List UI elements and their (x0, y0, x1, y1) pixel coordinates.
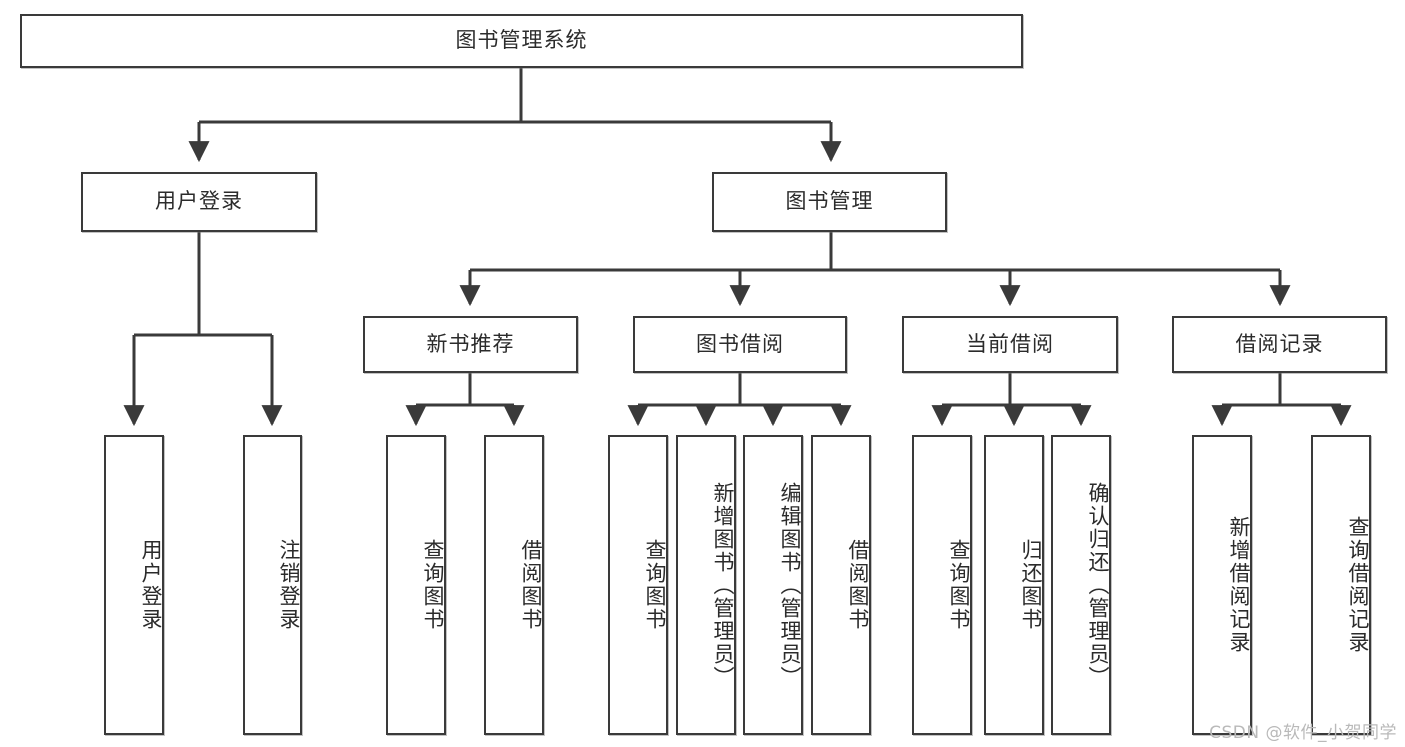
node-leaf[interactable]: 用户登录 (104, 435, 164, 735)
node-new-book-recommendation[interactable]: 新书推荐 (363, 316, 578, 373)
node-label: 用户登录 (139, 539, 163, 631)
node-label: 查询图书 (421, 539, 445, 631)
node-leaf[interactable]: 查询借阅记录 (1311, 435, 1371, 735)
node-leaf[interactable]: 注销登录 (243, 435, 302, 735)
node-label: 新书推荐 (426, 331, 515, 356)
node-label: 借阅图书 (519, 539, 543, 631)
node-label: 图书借阅 (696, 331, 784, 356)
node-label: 归还图书 (1019, 539, 1043, 631)
node-label: 查询图书 (947, 539, 971, 631)
watermark-text: CSDN @软件_小贺同学 (1209, 723, 1397, 743)
node-label: 图书管理 (785, 189, 874, 214)
node-leaf[interactable]: 确认归还（管理员） (1051, 435, 1111, 735)
node-current-borrowing[interactable]: 当前借阅 (902, 316, 1118, 373)
node-user-login[interactable]: 用户登录 (81, 172, 317, 232)
node-label: 新增借阅记录 (1227, 516, 1251, 654)
node-leaf[interactable]: 新增图书（管理员） (676, 435, 736, 735)
node-label: 查询图书 (643, 539, 667, 631)
node-leaf[interactable]: 查询图书 (608, 435, 668, 735)
node-label: 编辑图书（管理员） (778, 481, 802, 689)
node-leaf[interactable]: 编辑图书（管理员） (743, 435, 803, 735)
node-label: 注销登录 (277, 539, 301, 631)
node-leaf[interactable]: 归还图书 (984, 435, 1044, 735)
node-label: 查询借阅记录 (1346, 516, 1370, 654)
node-leaf[interactable]: 查询图书 (912, 435, 972, 735)
node-leaf[interactable]: 借阅图书 (484, 435, 544, 735)
node-leaf[interactable]: 查询图书 (386, 435, 446, 735)
node-label: 新增图书（管理员） (711, 481, 735, 689)
node-label: 图书管理系统 (455, 28, 588, 53)
node-label: 借阅记录 (1235, 331, 1324, 356)
node-borrowing-records[interactable]: 借阅记录 (1172, 316, 1387, 373)
node-book-management[interactable]: 图书管理 (712, 172, 947, 232)
node-leaf[interactable]: 新增借阅记录 (1192, 435, 1252, 735)
node-root-system[interactable]: 图书管理系统 (20, 14, 1023, 68)
node-book-borrowing[interactable]: 图书借阅 (633, 316, 847, 373)
node-label: 借阅图书 (846, 539, 870, 631)
node-label: 当前借阅 (966, 331, 1054, 356)
node-leaf[interactable]: 借阅图书 (811, 435, 871, 735)
node-label: 用户登录 (155, 189, 243, 214)
node-label: 确认归还（管理员） (1086, 481, 1110, 689)
